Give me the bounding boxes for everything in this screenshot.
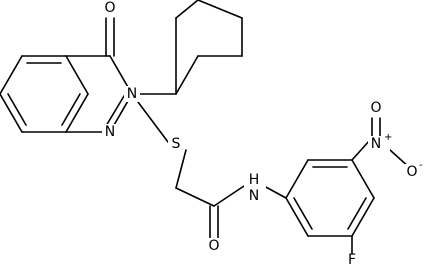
bond (285, 159, 309, 199)
bonds (0, 0, 411, 257)
bond (175, 55, 199, 95)
bond (7, 93, 27, 126)
atom-charge: - (419, 160, 423, 171)
bond (293, 197, 313, 230)
bond (197, 0, 243, 19)
bond (175, 149, 187, 189)
bond (175, 187, 215, 207)
atom-label: N (371, 136, 381, 152)
bond (351, 197, 375, 237)
bond (65, 93, 89, 133)
atom-label: H (249, 172, 260, 188)
atom-labels: O N N S H N O N + O O - F (102, 0, 424, 268)
atom-label: O (208, 238, 219, 254)
atom-label: F (348, 252, 356, 268)
atom-label: N (105, 124, 115, 140)
atom-charge: + (384, 132, 392, 143)
bond (351, 139, 371, 161)
atom-label: N (127, 86, 137, 102)
atom-label: N (249, 188, 259, 204)
atom-label: O (370, 100, 381, 116)
bond (61, 93, 81, 126)
bond (0, 55, 23, 95)
bond (65, 55, 89, 95)
bond (285, 197, 309, 237)
bond (351, 159, 375, 199)
bond (347, 197, 367, 230)
bond (105, 95, 125, 127)
bond (263, 185, 287, 199)
bond (213, 185, 245, 207)
bond (0, 93, 23, 133)
atom-label: S (172, 136, 181, 152)
atom-label: O (104, 0, 115, 16)
bond (175, 0, 199, 19)
atom-label: O (406, 164, 417, 180)
